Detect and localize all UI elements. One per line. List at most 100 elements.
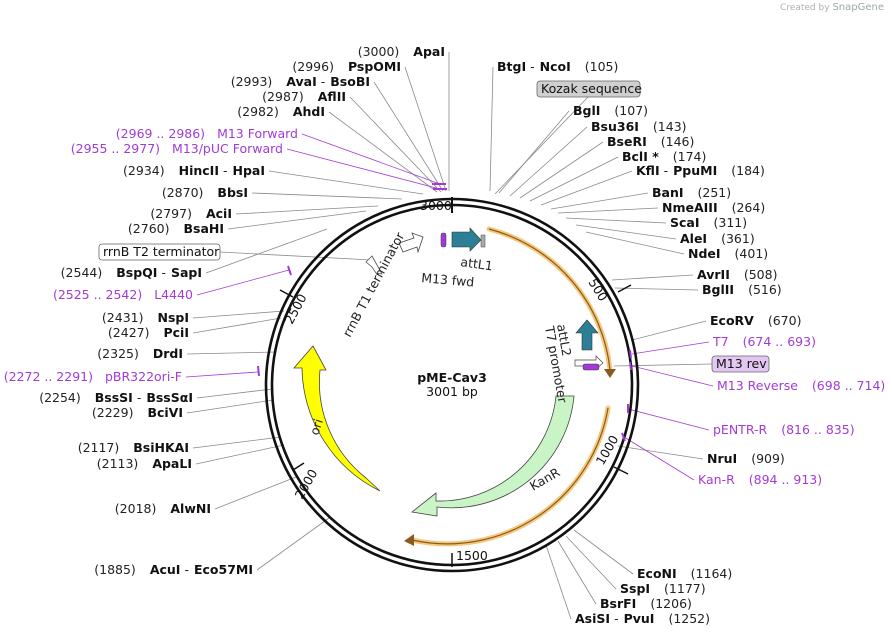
rrnbt1-label: rrnB T1 terminator — [339, 229, 407, 339]
primer-leader-left — [185, 371, 259, 378]
site-pos-right: (1206) — [650, 596, 692, 611]
site-pos-right: (174) — [673, 149, 707, 164]
site-name-left: BbsI — [217, 185, 248, 200]
site-name-left: PciI — [163, 325, 189, 340]
site-name2-left: SapI — [171, 265, 202, 280]
tick-label-1500: 1500 — [456, 548, 488, 563]
site-leader-left — [192, 317, 282, 334]
primer-name-right: M13 Reverse — [717, 378, 798, 393]
tick-label-3000: 3000 — [420, 198, 452, 213]
site-dash: - — [614, 611, 619, 626]
site-name2-right: PpuMI — [673, 163, 717, 178]
site-name-left: ApaI — [413, 44, 445, 59]
primer-leader-right — [631, 341, 710, 355]
site-dash: - — [321, 74, 326, 89]
site-dash: - — [184, 562, 189, 577]
site-leader-right — [540, 170, 633, 206]
site-pos-right: (1252) — [668, 611, 710, 626]
site-leader-right — [575, 224, 677, 240]
site-pos-left: (2982) — [237, 104, 279, 119]
site-pos-right: (264) — [732, 200, 766, 215]
primer-range-left: (2272 .. 2291) — [4, 369, 93, 384]
site-name-left: PspOMI — [348, 59, 401, 74]
primer-leader-right — [627, 408, 710, 431]
rrnbt2-box: rrnB T2 terminator — [98, 243, 221, 261]
site-pos-left: (2113) — [97, 456, 139, 471]
site-pos-left: (2229) — [92, 405, 134, 420]
site-leader-left — [251, 192, 403, 200]
kozak-box: Kozak sequence — [536, 80, 642, 98]
site-name2-left: HpaI — [233, 163, 266, 178]
site-leader-left — [404, 66, 447, 192]
highlight-strip-bottom — [409, 405, 611, 547]
site-name-left: AhdI — [293, 104, 325, 119]
primer-name-left: pBR322ori-F — [105, 369, 182, 384]
site-pos-right: (143) — [653, 119, 687, 134]
site-dash: - — [664, 163, 669, 178]
site-leader-left — [227, 210, 367, 230]
site-name-right: BclI * — [622, 149, 659, 164]
kozak-leader — [494, 96, 589, 195]
site-leader-left — [214, 476, 297, 510]
site-leader-left — [349, 96, 442, 193]
ori-feature-arrow — [293, 345, 381, 492]
site-name-right: BglII — [702, 282, 734, 297]
site-leader-left — [205, 228, 328, 274]
site-name-right: AsiSI — [575, 611, 610, 626]
ori-label: ori — [307, 417, 326, 437]
site-dash: - — [161, 265, 166, 280]
site-name2-left: Eco57MI — [194, 562, 253, 577]
site-pos-left: (1885) — [94, 562, 136, 577]
primer-leader-left — [196, 269, 290, 296]
attl1-marker-purple — [440, 232, 447, 248]
site-name2-left: BsoBI — [330, 74, 370, 89]
site-leader-left — [268, 170, 424, 195]
site-name-right: NdeI — [688, 246, 721, 261]
attl2-feature-arrow — [575, 319, 599, 351]
primer-range-right: (816 .. 835) — [781, 422, 854, 437]
brand-name: SnapGene — [832, 2, 884, 13]
site-pos-left: (2018) — [115, 501, 157, 516]
site-pos-left: (3000) — [358, 44, 400, 59]
plasmid-name: pME-Cav3 — [417, 370, 487, 385]
site-leader-right — [585, 231, 685, 255]
site-leader-right — [557, 207, 659, 214]
site-pos-left: (2427) — [108, 325, 150, 340]
m13fwd-outline-arrow — [398, 232, 424, 254]
m13rev-marker-purple — [582, 363, 600, 371]
site-pos-right: (909) — [751, 451, 785, 466]
primer-range-left: (2525 .. 2542) — [53, 287, 142, 302]
kanr-feature-arrow — [411, 395, 575, 517]
highlight-arrowhead-top — [604, 369, 616, 378]
attl1-label: attL1 — [460, 254, 494, 273]
site-name-right: ScaI — [670, 215, 700, 230]
site-name-right: BseRI — [607, 134, 647, 149]
site-leader-right — [545, 544, 572, 620]
rrnbt2-leader — [219, 251, 373, 261]
site-leader-right — [573, 529, 634, 575]
site-name-right: BglI — [573, 103, 600, 118]
snapgene-brand: Created by SnapGene — [780, 2, 884, 13]
tick-label-500: 500 — [585, 276, 610, 304]
site-pos-right: (146) — [661, 134, 695, 149]
site-leader-right — [519, 141, 604, 199]
site-pos-left: (2431) — [102, 310, 144, 325]
site-pos-right: (105) — [585, 59, 619, 74]
site-pos-left: (2797) — [150, 206, 192, 221]
site-pos-left: (2934) — [123, 163, 165, 178]
site-name-right: NruI — [707, 451, 737, 466]
primer-leader-right — [631, 365, 714, 387]
site-leader-left — [256, 517, 330, 571]
site-leader-left — [192, 436, 282, 449]
site-name-right: BtgI — [497, 59, 526, 74]
site-pos-right: (311) — [714, 215, 748, 230]
site-pos-right: (1177) — [664, 581, 706, 596]
site-name-left: AvaI — [286, 74, 316, 89]
site-name-right: EcoNI — [637, 566, 677, 581]
site-leader-right — [617, 445, 704, 460]
site-leader-left — [235, 205, 379, 215]
site-name-right: BsrFI — [600, 596, 636, 611]
site-name-left: BspQI — [116, 265, 157, 280]
site-name-right: Bsu36I — [591, 119, 639, 134]
